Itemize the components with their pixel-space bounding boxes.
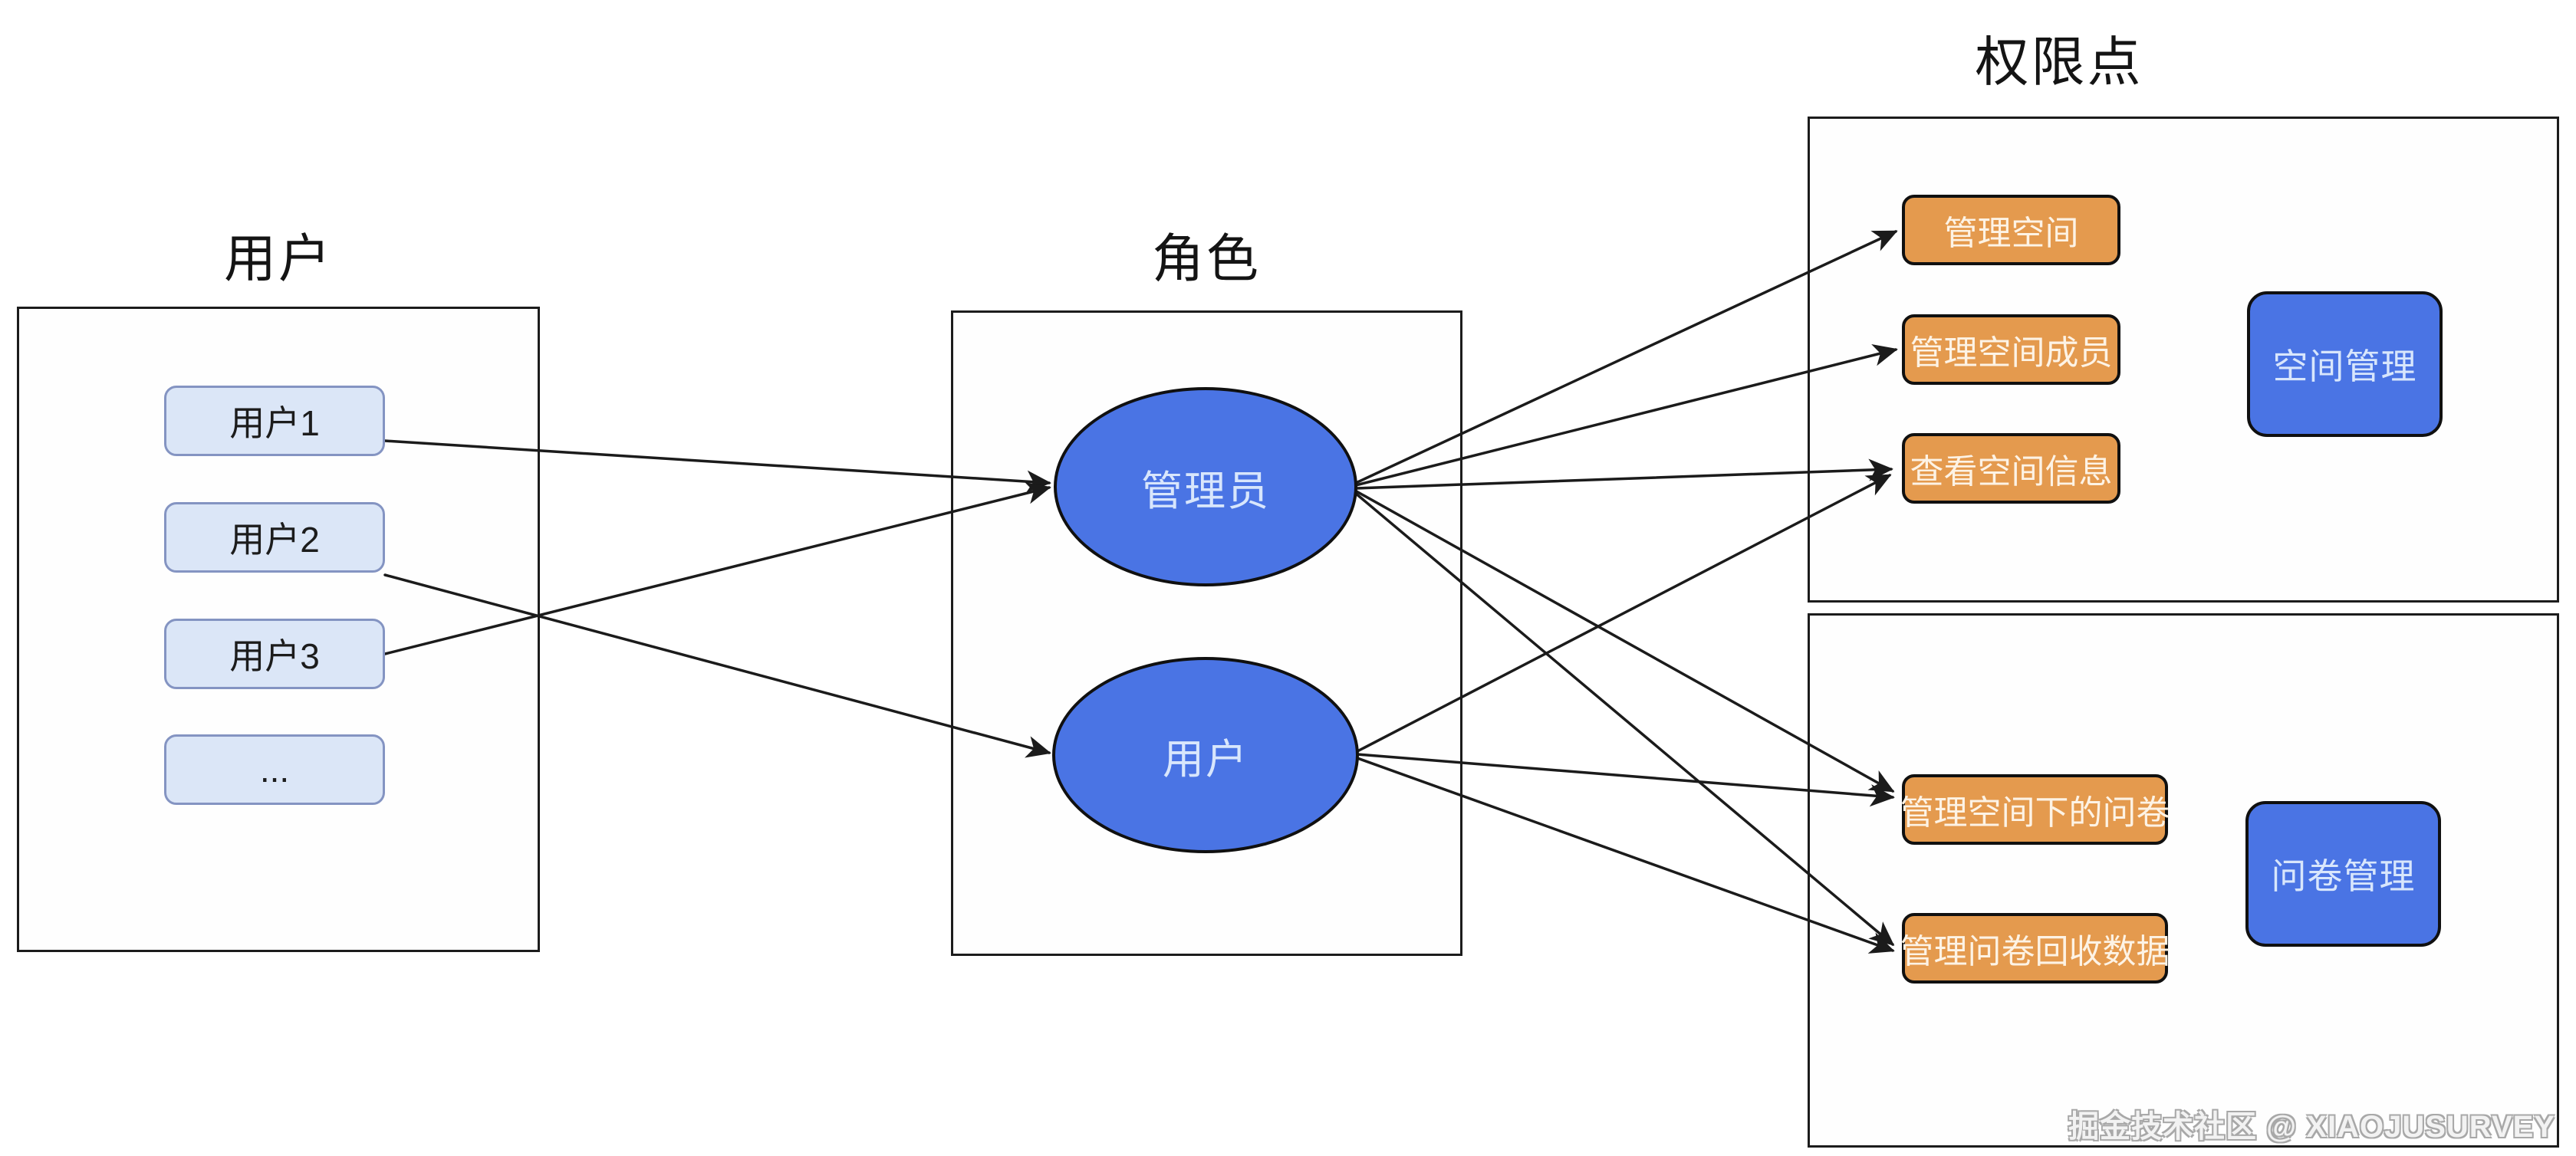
users-group-title: 用户	[223, 230, 333, 288]
user-box-1: 用户1	[164, 386, 385, 456]
category-survey-management-label: 问卷管理	[2271, 856, 2416, 896]
perm-manage-space-surveys-label: 管理空间下的问卷	[1900, 794, 2170, 832]
perm-box-manage-space: 管理空间	[1902, 195, 2120, 265]
category-box-space-management: 空间管理	[2247, 291, 2443, 437]
perm-box-manage-space-members: 管理空间成员	[1902, 314, 2120, 385]
user-box-more: ...	[164, 734, 385, 805]
survey-permissions-container	[1808, 613, 2559, 1148]
role-ellipse-admin: 管理员	[1054, 387, 1357, 586]
perm-manage-space-label: 管理空间	[1943, 215, 2079, 252]
roles-group-title: 角色	[1151, 230, 1261, 288]
perm-manage-space-members-label: 管理空间成员	[1910, 334, 2113, 372]
user-box-more-label: ...	[259, 750, 290, 790]
role-ellipse-user: 用户	[1052, 657, 1359, 853]
category-space-management-label: 空间管理	[2272, 346, 2417, 386]
user-box-2-label: 用户2	[229, 520, 320, 560]
role-user-label: 用户	[1163, 736, 1249, 783]
perm-box-manage-survey-data: 管理问卷回收数据	[1900, 913, 2170, 984]
perm-box-view-space-info: 查看空间信息	[1902, 433, 2120, 504]
watermark: 掘金技术社区 @ XIAOJUSURVEY	[2068, 1110, 2555, 1144]
role-admin-label: 管理员	[1141, 468, 1270, 514]
perm-view-space-info-label: 查看空间信息	[1910, 453, 2113, 491]
perm-box-manage-space-surveys: 管理空间下的问卷	[1900, 774, 2170, 845]
user-box-2: 用户2	[164, 502, 385, 573]
perm-manage-survey-data-label: 管理问卷回收数据	[1900, 933, 2170, 970]
user-box-1-label: 用户1	[229, 403, 320, 443]
user-box-3-label: 用户3	[229, 636, 320, 676]
permissions-group-title: 权限点	[1975, 32, 2143, 92]
user-box-3: 用户3	[164, 619, 385, 689]
category-box-survey-management: 问卷管理	[2245, 801, 2441, 947]
